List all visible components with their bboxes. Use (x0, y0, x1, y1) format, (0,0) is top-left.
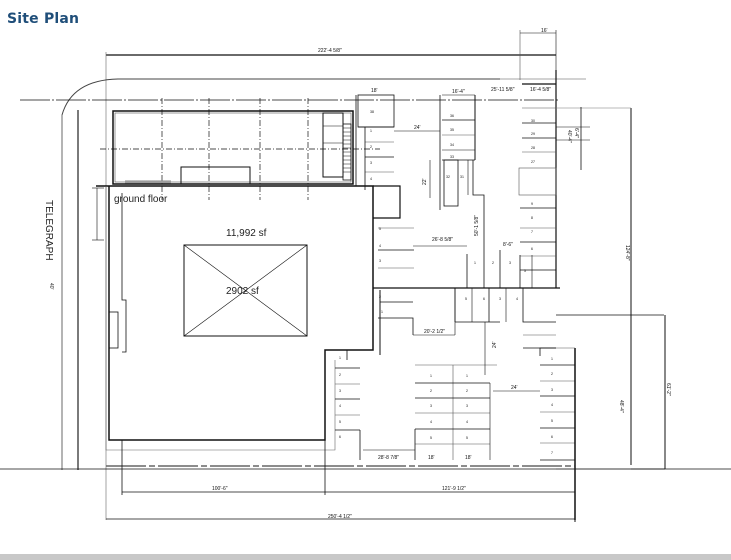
stall-number: 3 (499, 297, 501, 301)
bottom-bar (0, 554, 731, 560)
stall-number: 38 (370, 110, 374, 114)
stall-number: 5 (379, 227, 381, 231)
stall-number: 2 (370, 145, 372, 149)
dim-bottom-left-run: 28'-8 7/8" (378, 455, 399, 461)
dim-aisle-lower-left: 20'-2 1/2" (424, 329, 445, 335)
dim-aisle-lower-vert: 24' (492, 341, 498, 348)
dim-aisle-lower-right: 24' (511, 385, 518, 391)
stall-number: 6 (339, 435, 341, 439)
dim-bottom-building: 100'-6" (212, 486, 228, 492)
stall-number: 9 (531, 202, 533, 206)
stall-number: 2 (430, 389, 432, 393)
dim-aisle-mid-vert: 50'-1 5/8" (474, 215, 480, 236)
stall-number: 4 (339, 404, 341, 408)
stall-number: 7 (531, 230, 533, 234)
stall-number: 4 (430, 420, 432, 424)
stall-number: 27 (531, 160, 535, 164)
dim-bottom-overall: 250'-4 1/2" (328, 514, 352, 520)
stall-number: 4 (551, 403, 553, 407)
dim-top-overall: 222'-4 5/8" (318, 48, 342, 54)
stall-numbers-mid-row: 1 2 3 5 6 3 4 5 (465, 261, 526, 301)
dim-aisle-upper: 24' (414, 125, 421, 131)
stall-number: 1 (430, 374, 432, 378)
stall-number: 36 (450, 114, 454, 118)
stall-number: 4 (379, 244, 381, 248)
floor-label: ground floor (114, 194, 168, 205)
dim-bottom-stall-b: 18' (465, 455, 472, 461)
stall-number: 30 (531, 119, 535, 123)
stall-number: 29 (531, 132, 535, 136)
stall-number: 1 (370, 129, 372, 133)
stall-number: 2 (339, 373, 341, 377)
dim-top-stall-a: 18' (371, 88, 378, 94)
stall-number: 2 (551, 372, 553, 376)
stall-number: 1 (474, 261, 476, 265)
dim-top-stall-b: 16'-4" (452, 89, 465, 95)
dim-right-lower-outer: 61'-2" (665, 383, 671, 396)
stall-numbers-lower-mid: 1 2 3 4 5 1 2 3 4 5 (430, 374, 468, 440)
building-area-label: 11,992 sf (226, 228, 267, 239)
stall-number: 3 (551, 388, 553, 392)
stall-number: 31 (460, 175, 464, 179)
dim-bottom-parking: 121'-9 1/2" (442, 486, 466, 492)
stall-number: 8 (531, 216, 533, 220)
street-width-label: 40' (48, 283, 54, 290)
stall-number: 6 (551, 435, 553, 439)
dim-aisle-mid-left: 26'-8 5/8" (432, 237, 453, 243)
stall-number: 2 (466, 389, 468, 393)
dim-top-stall-d: 16'-4 5/8" (530, 87, 551, 93)
stall-number: 5 (466, 436, 468, 440)
stall-number: 5 (524, 269, 526, 273)
dim-right-upper-vert: 124'-8" (624, 245, 630, 261)
dim-right-lower-inner: 48'-4" (618, 400, 624, 413)
stall-number: 1 (339, 356, 341, 360)
dim-right-upper-small-a: 40'-4" (566, 130, 572, 143)
stall-number: 7 (551, 451, 553, 455)
stall-numbers-lower-left: 1 2 3 4 5 6 (339, 356, 341, 439)
stall-number: 34 (450, 143, 454, 147)
dim-top-stall-c: 25'-11 5/8" (491, 87, 515, 93)
stall-number: 6 (531, 247, 533, 251)
street-name-label: TELEGRAPH (43, 200, 54, 261)
stall-number: 3 (430, 404, 432, 408)
dim-right-upper-small-b: 6'-4" (573, 128, 579, 138)
stall-number: 4 (466, 420, 468, 424)
stall-numbers-mid-left: 5 4 3 2 1 (379, 227, 383, 314)
stall-number: 1 (466, 374, 468, 378)
stall-number: 3 (509, 261, 511, 265)
stall-number: 33 (450, 155, 454, 159)
stall-numbers-upper-right: 30 29 28 27 9 8 7 6 (531, 119, 535, 251)
stall-numbers-upper-left: 38 1 2 3 4 (370, 110, 374, 181)
courtyard-area-label: 2902 sf (226, 286, 259, 297)
stall-number: 5 (430, 436, 432, 440)
page-title: Site Plan (7, 11, 80, 27)
stall-number: 3 (339, 389, 341, 393)
stall-number: 5 (465, 297, 467, 301)
stall-number: 35 (450, 128, 454, 132)
stall-number: 3 (370, 161, 372, 165)
stall-number: 5 (551, 419, 553, 423)
stall-number: 4 (370, 177, 372, 181)
stall-number: 6 (483, 297, 485, 301)
stall-number: 3 (466, 404, 468, 408)
dim-stall-upper-vert: 22' (422, 178, 428, 185)
dim-small-mid: 8'-6" (503, 242, 513, 248)
stall-numbers-lower-right: 1 2 3 4 5 6 7 (551, 357, 553, 455)
stall-number: 2 (492, 261, 494, 265)
stall-number: 2 (379, 295, 381, 299)
stall-number: 28 (531, 146, 535, 150)
stall-number: 4 (516, 297, 518, 301)
stall-number: 32 (446, 175, 450, 179)
stall-number: 1 (381, 310, 383, 314)
stall-numbers-upper-mid: 36 35 34 33 32 31 (446, 114, 464, 179)
dim-top-right-tab: 16' (541, 28, 548, 34)
stall-number: 5 (339, 420, 341, 424)
stall-number: 1 (551, 357, 553, 361)
dim-bottom-stall-a: 18' (428, 455, 435, 461)
stall-number: 3 (379, 259, 381, 263)
